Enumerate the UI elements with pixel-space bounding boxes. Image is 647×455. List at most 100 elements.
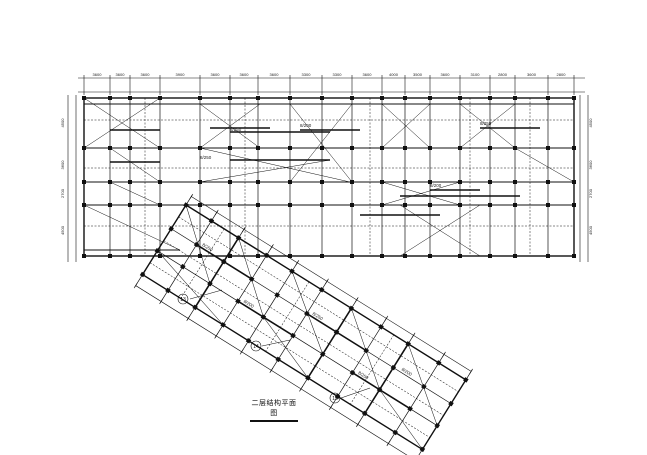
slab-diagonal [289,103,353,183]
column-gridline [159,210,219,304]
column-block [289,268,295,274]
axis-callouts [177,289,371,404]
column-block [403,180,407,184]
column-block [448,400,454,407]
column-block [458,180,462,184]
main-wing-slab-diagonals [83,97,575,257]
top-dimension-label: 3600 [527,72,537,77]
rotated-wing-column-lines [134,194,473,455]
column-block [458,146,462,150]
column-block [428,96,432,100]
beam-note: 8/250 [230,127,242,132]
column-block [572,203,576,207]
beam [237,300,294,337]
column-block [407,405,413,412]
top-dimension-label: 3600 [116,72,126,77]
axis-callout-labels: 13 14 15 [180,297,338,402]
column-block [380,180,384,184]
hidden-line [180,228,225,299]
row-gridline [142,274,423,450]
column-block [513,203,517,207]
column-block [256,254,260,258]
main-wing-column-lines [83,98,575,256]
rotated-wing-beams [194,237,411,414]
column-block [220,322,226,328]
top-dimension-label: 2800 [557,72,567,77]
column-block [260,314,267,320]
column-block [546,180,550,184]
column-block [572,254,576,258]
slab-diagonal [83,97,161,149]
column-block [165,287,171,294]
column-block [193,241,200,248]
slab-diagonal [199,147,351,183]
column-block [350,180,354,184]
column-block [403,96,407,100]
drawing-title-underline [250,420,298,422]
top-dimension-chain [78,75,585,95]
column-block [488,96,492,100]
top-dimension-label: 4000 [389,72,399,77]
slab-diagonal [459,103,516,149]
column-block [290,332,296,339]
right-dimension-label: 4500 [588,225,593,235]
right-dimension-label: 3600 [588,160,593,170]
dimension-tick [411,332,416,339]
right-dimension-label: 4500 [588,118,593,128]
column-block [349,369,356,376]
column-block [513,96,517,100]
dimension-tick [328,404,333,411]
column-block [82,203,86,207]
column-block [419,446,426,453]
top-dimension-label: 2800 [498,72,508,77]
column-block [288,203,292,207]
beam-note: 8/200 [401,367,414,377]
column-block [108,254,112,258]
slab-diagonal [109,181,161,206]
column-block [488,180,492,184]
column-block [180,263,186,270]
column-block [380,96,384,100]
column-block [288,254,292,258]
column-block [546,254,550,258]
beam-note: 8/250 [480,121,492,126]
column-block [488,203,492,207]
hidden-line [178,216,459,392]
column-block [320,146,324,150]
column-block [380,146,384,150]
column-block [320,254,324,258]
column-block [288,96,292,100]
column-block [158,146,162,150]
hidden-line [149,262,430,438]
column-block [207,280,213,287]
column-block [208,218,215,224]
dimension-tick [242,226,246,233]
column-block [256,180,260,184]
hidden-line [350,334,394,405]
column-gridline [134,194,193,288]
column-block [434,422,440,429]
axis-bubble-14 [250,340,262,352]
dimension-tick [269,367,274,374]
dimension-tick [469,368,473,375]
column-block [256,146,260,150]
column-block [235,235,242,241]
left-dimension-label: 2700 [60,188,65,198]
column-block [403,146,407,150]
column-block [275,356,281,363]
column-block [546,96,550,100]
column-gridline [329,316,388,410]
column-block [228,146,232,150]
dimension-tick [133,282,138,289]
dimension-tick [384,315,389,322]
column-block [128,180,132,184]
column-block [513,180,517,184]
row-gridline [185,204,467,381]
slab-diagonal [83,204,181,251]
hidden-line [265,281,310,352]
main-wing-inner-walls [84,103,574,251]
beam-note: 8/200 [243,299,256,309]
top-dimension-label: 3600 [441,72,451,77]
column-block [463,377,469,383]
